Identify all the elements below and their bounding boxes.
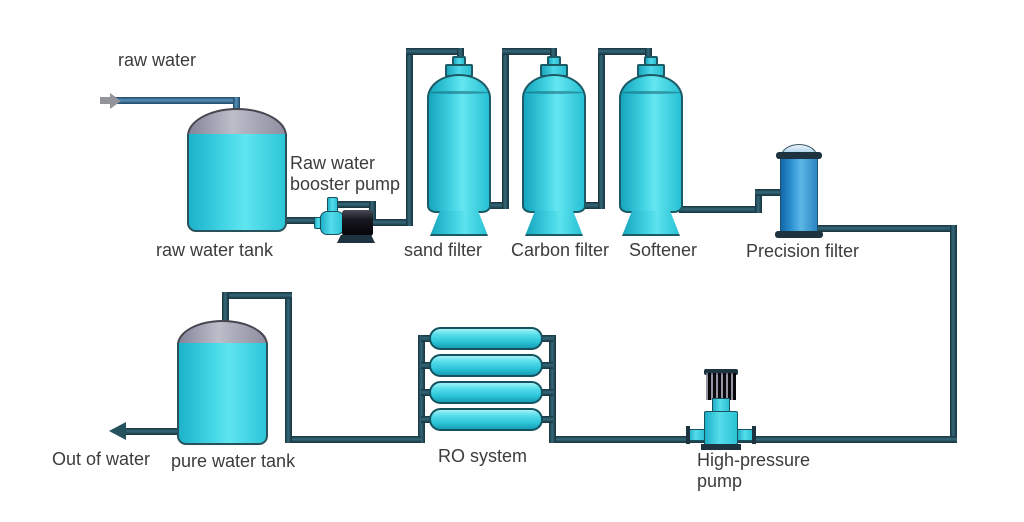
label-pure-water-tank: pure water tank	[171, 451, 296, 471]
sand-filter-base	[430, 211, 488, 236]
pipe-precision-step	[755, 189, 762, 213]
label-raw-water-tank: raw water tank	[156, 240, 274, 260]
ro-membrane-tube-2	[429, 354, 543, 377]
precision-filter-body	[780, 157, 818, 234]
carbon-filter-dome-line	[525, 91, 583, 94]
ro-membrane-tube-3	[429, 381, 543, 404]
inlet-arrow-icon	[110, 93, 121, 109]
label-sand-filter: sand filter	[404, 240, 483, 260]
softener-vessel	[619, 74, 683, 213]
pipe-ro-stub	[421, 389, 433, 396]
softener-dome-line	[622, 91, 680, 94]
label-high-pressure-pump-line2: pump	[697, 471, 743, 491]
softener-base	[622, 211, 680, 236]
label-out-of-water: Out of water	[52, 449, 151, 469]
raw-water-tank-dome	[187, 108, 287, 136]
pipe-tank-to-pump	[284, 217, 326, 224]
label-booster-pump: Raw water booster pump	[290, 153, 400, 195]
booster-pump-stand	[337, 235, 375, 243]
hp-pump-base	[701, 444, 741, 450]
pipe-to-sand-riser	[369, 219, 413, 226]
hp-pump-motor	[706, 373, 736, 400]
pipe-ro-stub	[421, 416, 433, 423]
pipe-softener-top-run	[598, 48, 652, 55]
hp-pump-body	[704, 411, 738, 445]
pipe-carbon-top-run	[502, 48, 557, 55]
pipe-ro-stub	[540, 335, 553, 342]
label-softener: Softener	[629, 240, 698, 260]
hp-pump-motor-cap	[704, 369, 738, 375]
sand-filter-dome-line	[430, 91, 488, 94]
pipe-softener-out	[679, 206, 762, 213]
label-ro-system: RO system	[438, 446, 528, 466]
pipe-carbon-out	[582, 202, 605, 209]
label-carbon-filter: Carbon filter	[511, 240, 610, 260]
pure-water-tank	[177, 343, 268, 445]
pipe-softener-riser	[598, 48, 605, 209]
carbon-filter-base	[525, 211, 583, 236]
pipe-sand-riser	[406, 48, 413, 226]
pipe-sand-top-run	[406, 48, 464, 55]
pipe-right-down	[950, 225, 957, 443]
precision-filter-bottom-rim	[775, 231, 823, 238]
pipe-ro-stub	[540, 416, 553, 423]
label-precision-filter: Precision filter	[746, 241, 860, 261]
sand-filter-vessel	[427, 74, 491, 213]
label-high-pressure-pump-line1: High-pressure	[697, 450, 811, 470]
pipe-pure-dome-drop	[222, 292, 229, 327]
label-booster-pump-line1: Raw water	[290, 153, 376, 173]
carbon-filter-vessel	[522, 74, 586, 213]
hp-pump-left-stub	[688, 429, 705, 441]
pipe-ro-stub	[421, 335, 433, 342]
pipe-bottom-left-main	[288, 436, 421, 443]
booster-pump-head	[320, 211, 344, 235]
pipe-pure-top-run	[222, 292, 292, 299]
booster-pump-motor	[342, 210, 373, 236]
ro-membrane-tube-4	[429, 408, 543, 431]
hp-pump-left-flange	[686, 426, 690, 444]
pipe-pure-up	[285, 292, 292, 443]
pipe-carbon-riser	[502, 48, 509, 209]
pipe-precision-out	[816, 225, 957, 232]
label-booster-pump-line2: booster pump	[290, 174, 401, 194]
pipe-raw-water-inlet-h	[112, 97, 240, 104]
pipe-outlet	[124, 428, 178, 435]
pipe-pump-out-h	[329, 201, 376, 208]
pipe-ro-stub	[540, 389, 553, 396]
pipe-ro-stub	[421, 362, 433, 369]
precision-filter-top-rim	[776, 152, 822, 159]
outlet-arrow-icon	[109, 422, 126, 440]
pure-water-tank-dome	[177, 320, 268, 345]
hp-pump-right-flange	[752, 426, 756, 444]
raw-water-tank	[187, 134, 287, 232]
pipe-sand-out	[486, 202, 509, 209]
label-raw-water: raw water	[118, 50, 197, 70]
label-high-pressure-pump: High-pressure pump	[697, 450, 810, 492]
inlet-fitting	[100, 97, 111, 104]
pipe-precision-in	[755, 189, 783, 196]
pipe-ro-stub	[540, 362, 553, 369]
ro-membrane-tube-1	[429, 327, 543, 350]
